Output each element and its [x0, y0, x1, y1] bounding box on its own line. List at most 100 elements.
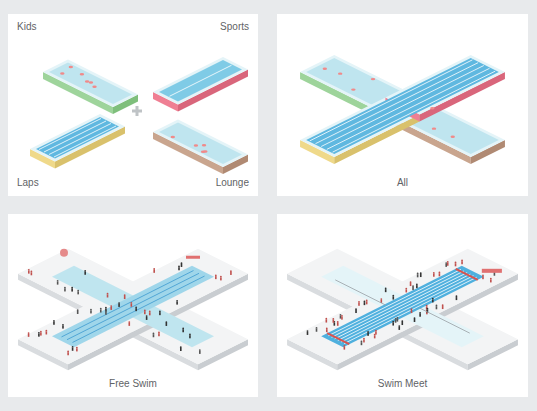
lane-line	[321, 66, 484, 147]
person	[366, 301, 368, 304]
scenario-label: Lounge	[216, 177, 249, 189]
person	[334, 323, 336, 326]
float	[371, 78, 375, 80]
person	[398, 327, 400, 330]
person	[337, 321, 339, 323]
float	[194, 144, 198, 146]
person	[364, 302, 366, 305]
scoreboard	[482, 269, 502, 273]
float	[432, 127, 436, 129]
person	[442, 306, 444, 309]
person	[426, 305, 428, 307]
pool-illustration	[8, 14, 258, 196]
lane-line	[327, 68, 490, 149]
person	[77, 311, 79, 314]
person	[392, 297, 394, 300]
person	[375, 330, 377, 332]
person	[494, 273, 496, 276]
person	[90, 310, 92, 313]
person	[67, 351, 69, 353]
person	[105, 307, 107, 309]
person	[135, 308, 137, 311]
person	[392, 323, 394, 326]
person	[445, 262, 447, 264]
person	[105, 310, 107, 312]
lane-line	[335, 280, 385, 305]
umbrella	[60, 249, 68, 257]
person	[398, 325, 400, 327]
lane-line	[49, 124, 111, 155]
scenario-label: Laps	[17, 177, 39, 189]
float	[85, 80, 89, 82]
person	[326, 320, 328, 323]
person	[341, 317, 343, 320]
pool-water	[159, 123, 242, 165]
person	[149, 311, 151, 313]
person	[105, 309, 107, 312]
person	[358, 301, 360, 303]
scenario-panel: Swim Meet	[277, 214, 528, 397]
person	[178, 266, 180, 268]
person	[461, 261, 463, 264]
person	[64, 288, 66, 291]
lane-line	[327, 333, 349, 344]
lane-line	[333, 71, 496, 152]
float	[89, 81, 93, 83]
person	[456, 295, 458, 297]
person	[28, 332, 30, 334]
person	[77, 290, 79, 292]
person	[182, 328, 184, 330]
person	[417, 273, 419, 275]
scenario-panel: All	[277, 14, 528, 196]
person	[28, 271, 30, 274]
person	[84, 272, 86, 275]
person	[77, 291, 79, 294]
lane-line	[328, 269, 461, 335]
pool-illustration	[277, 214, 528, 397]
person	[182, 329, 184, 332]
person	[135, 306, 137, 308]
person	[146, 317, 148, 320]
person	[180, 348, 182, 351]
person	[100, 310, 102, 313]
float	[338, 72, 342, 74]
person	[358, 303, 360, 306]
person	[62, 326, 64, 329]
person	[456, 297, 458, 300]
person	[53, 320, 55, 322]
pool-water	[321, 266, 484, 347]
person	[361, 340, 363, 342]
lane-line	[39, 119, 101, 150]
person	[367, 331, 369, 333]
person	[411, 308, 413, 310]
pool-water	[52, 266, 214, 347]
person	[325, 318, 327, 320]
person	[442, 304, 444, 306]
person	[31, 272, 33, 275]
person	[445, 264, 447, 267]
person	[436, 305, 438, 307]
float	[80, 73, 84, 75]
lane-line	[310, 60, 473, 141]
person	[490, 279, 492, 282]
person	[414, 317, 416, 319]
person	[176, 300, 178, 302]
person	[144, 310, 146, 312]
person	[90, 309, 92, 311]
person	[220, 276, 222, 278]
person	[45, 330, 47, 332]
lane-line	[54, 126, 116, 157]
person	[361, 342, 363, 345]
person	[401, 322, 403, 325]
float	[430, 107, 434, 109]
person	[363, 338, 365, 340]
person	[307, 332, 309, 335]
lane-line	[67, 273, 199, 339]
person	[159, 312, 161, 315]
person	[340, 316, 342, 319]
person	[405, 288, 407, 290]
pool-water	[306, 58, 499, 154]
person	[410, 283, 412, 286]
float	[202, 144, 206, 146]
pool-illustration	[277, 14, 528, 196]
